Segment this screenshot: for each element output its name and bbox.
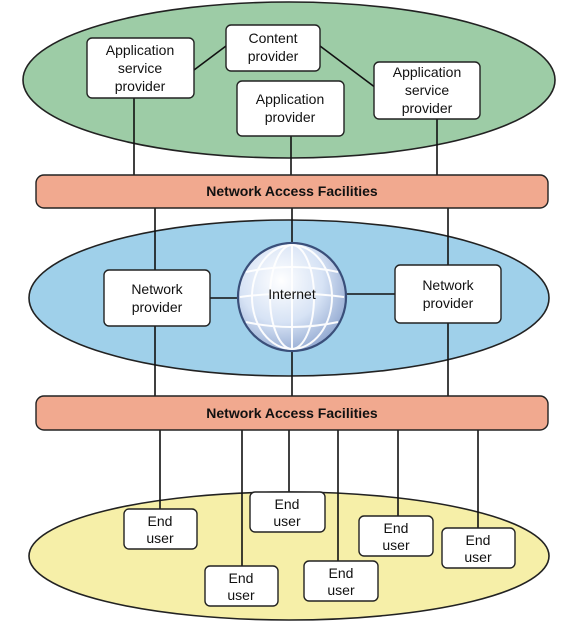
end-user-1-line-1: End — [148, 513, 173, 529]
end-user-3: End user — [249, 491, 326, 533]
globe-icon — [239, 244, 345, 350]
asp-left-line-1: Application — [106, 42, 175, 58]
access-bar-bottom: Network Access Facilities — [35, 395, 549, 431]
access-bar-top-label: Network Access Facilities — [206, 183, 378, 199]
content-provider: Content provider — [225, 24, 321, 72]
network-provider-right-line-1: Network — [422, 277, 474, 293]
application-provider-line-1: Application — [256, 91, 325, 107]
network-provider-right: Network provider — [394, 264, 502, 324]
end-user-5-line-1: End — [384, 520, 409, 536]
application-provider-line-2: provider — [265, 109, 316, 125]
access-bar-bottom-label: Network Access Facilities — [206, 405, 378, 421]
end-user-2-line-2: user — [227, 587, 255, 603]
asp-right-line-1: Application — [393, 64, 462, 80]
network-provider-left-line-1: Network — [131, 281, 183, 297]
network-provider-right-line-2: provider — [423, 295, 474, 311]
top-tier-connectors — [133, 45, 438, 175]
lower-middle-connectors — [154, 322, 449, 396]
access-bar-top: Network Access Facilities — [35, 174, 549, 209]
end-user-4: End user — [303, 560, 379, 602]
internet-label: Internet — [268, 286, 316, 302]
end-user-6: End user — [441, 527, 516, 569]
network-provider-left: Network provider — [103, 269, 211, 327]
end-user-2-line-1: End — [229, 570, 254, 586]
asp-left-line-3: provider — [115, 78, 166, 94]
asp-right-line-3: provider — [402, 100, 453, 116]
content-provider-line-2: provider — [248, 48, 299, 64]
asp-left-line-2: service — [118, 60, 163, 76]
end-user-1-line-2: user — [146, 530, 174, 546]
asp-right-line-2: service — [405, 82, 450, 98]
end-user-3-line-2: user — [273, 513, 301, 529]
end-user-2: End user — [204, 565, 279, 607]
end-user-4-line-2: user — [327, 582, 355, 598]
end-user-3-line-1: End — [275, 496, 300, 512]
application-provider: Application provider — [236, 80, 345, 137]
end-user-5-line-2: user — [382, 537, 410, 553]
internet-globe: Internet — [236, 241, 348, 353]
end-user-1: End user — [123, 508, 198, 550]
network-provider-left-line-2: provider — [132, 299, 183, 315]
application-service-provider-left: Application service provider — [86, 37, 195, 99]
application-service-provider-right: Application service provider — [373, 61, 481, 120]
end-user-6-line-2: user — [464, 549, 492, 565]
end-user-6-line-1: End — [466, 532, 491, 548]
end-user-5: End user — [358, 515, 434, 557]
upper-middle-connectors — [154, 208, 449, 299]
end-user-connectors — [159, 430, 479, 567]
content-provider-line-1: Content — [248, 30, 297, 46]
end-user-4-line-1: End — [329, 565, 354, 581]
